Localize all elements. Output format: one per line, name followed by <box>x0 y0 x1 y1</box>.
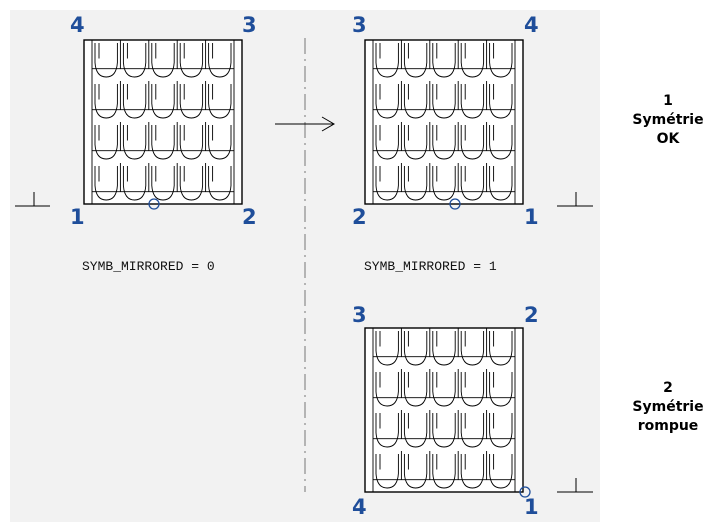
level-symbol-right-top <box>557 192 593 207</box>
roof-tile-pattern <box>91 40 235 204</box>
tile-frame <box>83 39 243 205</box>
corner-label-bottom-right: 1 <box>524 495 539 519</box>
corner-label-top-left: 4 <box>70 13 85 37</box>
tile-frame <box>364 327 524 493</box>
tile-panel-original <box>83 39 243 205</box>
tile-panel-mirrored-ok <box>364 39 524 205</box>
corner-label-top-left: 3 <box>352 13 367 37</box>
corner-label-bottom-left: 4 <box>352 495 367 519</box>
param-caption-original: SYMB_MIRRORED = 0 <box>82 259 215 274</box>
corner-label-top-right: 4 <box>524 13 539 37</box>
param-caption-mirrored-ok: SYMB_MIRRORED = 1 <box>364 259 497 274</box>
tile-frame <box>364 39 524 205</box>
case-label-broken: 2 Symétrie rompue <box>632 380 703 434</box>
level-symbol-right-bottom <box>557 478 593 493</box>
origin-marker-original <box>148 198 160 210</box>
tile-panel-mirrored-broken <box>364 327 524 493</box>
corner-label-top-right: 3 <box>242 13 257 37</box>
transform-arrow <box>275 116 335 132</box>
origin-marker-mirrored-ok <box>449 198 461 210</box>
svg-text:Symétrie: Symétrie <box>632 112 703 128</box>
svg-text:Symétrie: Symétrie <box>632 399 703 415</box>
origin-marker-mirrored-broken <box>519 486 531 498</box>
corner-label-bottom-right: 1 <box>524 205 539 229</box>
svg-text:rompue: rompue <box>638 418 699 434</box>
case-label-ok: 1 Symétrie OK <box>632 93 703 147</box>
level-symbol-left <box>15 192 50 207</box>
corner-label-top-left: 3 <box>352 303 367 327</box>
svg-text:2: 2 <box>663 380 673 396</box>
svg-text:1: 1 <box>663 93 673 109</box>
corner-label-top-right: 2 <box>524 303 539 327</box>
roof-tile-pattern <box>372 40 516 204</box>
roof-tile-pattern <box>372 328 516 492</box>
corner-label-bottom-left: 1 <box>70 205 85 229</box>
corner-label-bottom-right: 2 <box>242 205 257 229</box>
corner-label-bottom-left: 2 <box>352 205 367 229</box>
svg-text:OK: OK <box>657 131 681 147</box>
